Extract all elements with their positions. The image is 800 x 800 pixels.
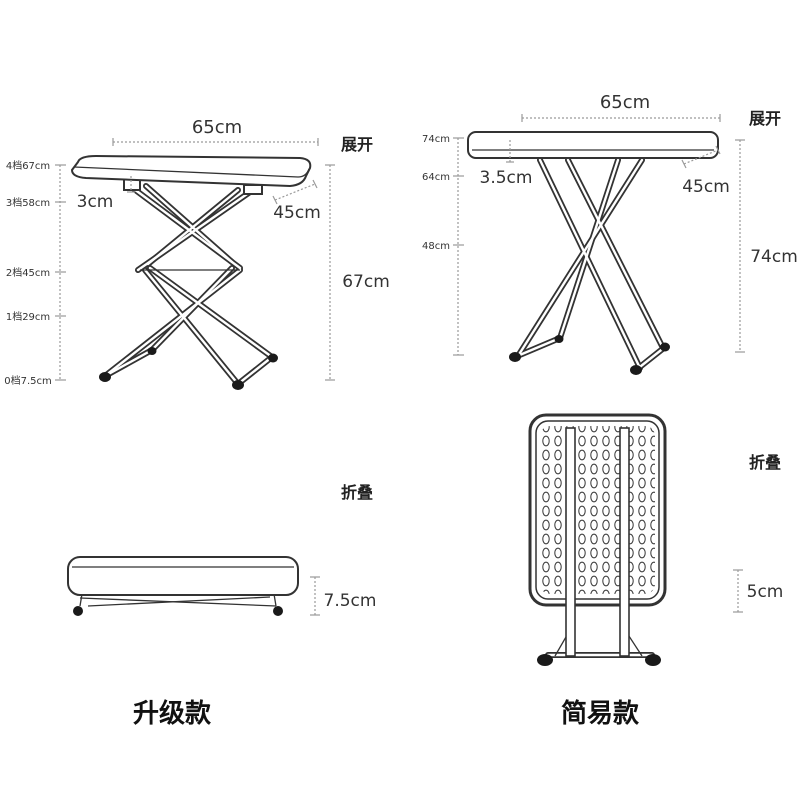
- upgraded-folded-height-dimension: 7.5cm: [310, 576, 377, 616]
- height-label: 67cm: [342, 272, 390, 292]
- simple-unfolded-table: [467, 131, 719, 375]
- upgraded-thickness-dimension: 3cm: [77, 176, 135, 212]
- simple-foot: [660, 342, 670, 352]
- simple-width-dimension: 65cm: [521, 92, 721, 122]
- folded-foot: [645, 654, 661, 666]
- upgraded-folded-table: [67, 556, 299, 616]
- simple-thickness-dimension: 3.5cm: [480, 140, 533, 188]
- depth-label: 45cm: [682, 177, 730, 197]
- folded-frame-bar: [565, 427, 576, 657]
- upgraded-unfolded-table: [70, 154, 312, 390]
- thickness-label: 3.5cm: [480, 168, 533, 188]
- upgraded-tabletop-edge: [73, 166, 310, 178]
- height-label: 74cm: [750, 247, 798, 267]
- folded-leg-bar: [87, 596, 271, 607]
- unfolded-tag: 展开: [749, 109, 781, 128]
- upgraded-width-dimension: 65cm: [112, 117, 319, 146]
- tabletop-honeycomb-pattern: [540, 426, 655, 594]
- simple-foot: [630, 365, 642, 375]
- simple-model-name: 简易款: [561, 698, 640, 729]
- simple-height-dimension: 74cm: [735, 139, 798, 353]
- tabletop-inner-rim: [535, 420, 660, 600]
- folded-wheel: [73, 606, 83, 616]
- level-label: 64cm: [422, 172, 450, 183]
- folded-tabletop: [67, 556, 299, 596]
- folded-foot: [537, 654, 553, 666]
- simple-folded-thickness-dimension: 5cm: [733, 569, 784, 613]
- upgraded-height-dimension: 67cm: [325, 164, 390, 381]
- upgraded-foot: [268, 353, 278, 363]
- simple-depth-dimension: 45cm: [681, 145, 730, 197]
- folded-tag: 折叠: [749, 453, 781, 472]
- dimension-tick: [312, 179, 318, 189]
- depth-label: 45cm: [273, 203, 321, 223]
- unfolded-tag: 展开: [341, 135, 373, 154]
- level-label: 0档7.5cm: [4, 374, 52, 387]
- simple-foot: [554, 335, 564, 343]
- level-label: 74cm: [422, 134, 450, 145]
- simple-foot: [509, 352, 521, 362]
- dimension-tick: [681, 159, 687, 169]
- folded-frame-bar: [619, 427, 630, 657]
- level-label: 1档29cm: [6, 310, 50, 323]
- upgraded-depth-dimension: 45cm: [272, 179, 321, 223]
- folded-height-label: 7.5cm: [324, 591, 377, 611]
- dimension-tick: [272, 195, 278, 205]
- dimension-tick: [715, 145, 721, 155]
- level-label: 3档58cm: [6, 196, 50, 209]
- folded-wheel: [273, 606, 283, 616]
- thickness-label: 3cm: [77, 192, 114, 212]
- simple-tabletop: [467, 131, 719, 159]
- upgraded-foot: [99, 372, 111, 382]
- width-label: 65cm: [600, 92, 650, 113]
- width-label: 65cm: [192, 117, 242, 138]
- level-label: 2档45cm: [6, 266, 50, 279]
- upgraded-scissor-legs-outline: [105, 186, 272, 384]
- level-label: 48cm: [422, 241, 450, 252]
- upgraded-foot: [147, 347, 157, 355]
- folded-height-label: 5cm: [747, 582, 784, 602]
- simple-x-legs-fill: [513, 158, 667, 372]
- upgraded-model-name: 升级款: [133, 698, 212, 729]
- folded-tag: 折叠: [341, 483, 373, 502]
- simple-folded-table: [528, 413, 667, 666]
- upgraded-bracket-right: [243, 184, 263, 195]
- dimension-line: [274, 183, 316, 201]
- level-label: 4档67cm: [6, 159, 50, 172]
- upgraded-foot: [232, 380, 244, 390]
- upgraded-tabletop: [70, 154, 312, 188]
- simple-height-level-scale: 74cm 64cm 48cm: [422, 134, 464, 356]
- upgraded-height-level-scale: 4档67cm 3档58cm 2档45cm 1档29cm 0档7.5cm: [4, 159, 66, 387]
